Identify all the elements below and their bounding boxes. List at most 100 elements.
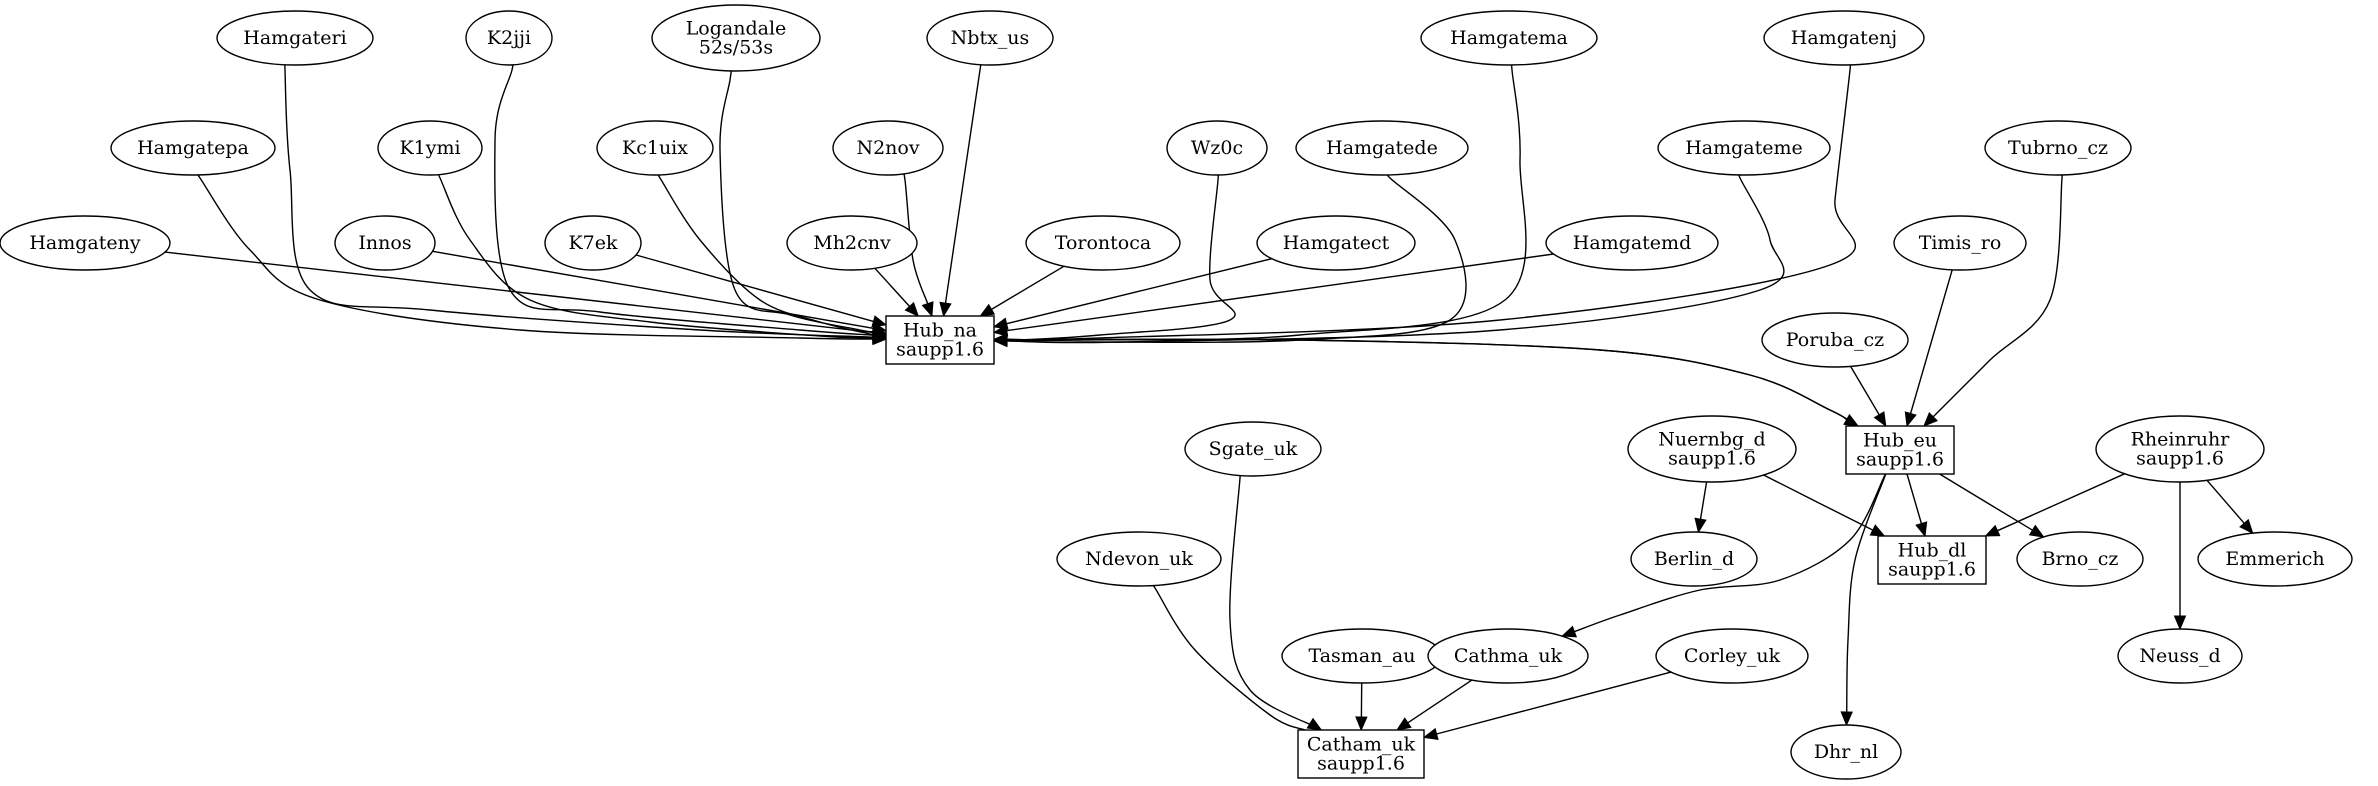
node-ellipse <box>216 10 374 66</box>
edge-hub-eu-to-brno-cz <box>1939 473 2045 538</box>
node-label: Kc1uix <box>622 137 688 159</box>
node-label: Rheinruhr <box>2131 429 2231 451</box>
node-label: Timis_ro <box>1919 232 2002 254</box>
node-poruba-cz: Poruba_cz <box>1761 312 1909 368</box>
node-ellipse <box>1630 531 1758 587</box>
edge-tubrno-cz-to-hub-eu <box>1923 167 2064 427</box>
node-label: Dhr_nl <box>1814 741 1878 763</box>
node-timis-ro: Timis_ro <box>1893 215 2027 271</box>
node-label: Brno_cz <box>2042 548 2119 570</box>
node-label: Mh2cnv <box>813 232 891 254</box>
arrowhead-icon <box>2173 615 2187 631</box>
arrowhead-icon <box>1395 717 1412 731</box>
node-label: Hamgatemd <box>1573 232 1691 254</box>
arrowhead-icon <box>1840 711 1853 727</box>
node-label: Neuss_d <box>2139 645 2220 667</box>
node-k2jji: K2jji <box>465 10 553 66</box>
node-hamgateri: Hamgateri <box>216 10 374 66</box>
node-label: Ndevon_uk <box>1085 548 1193 570</box>
edge-line <box>1906 473 1923 524</box>
node-innos: Innos <box>334 215 436 271</box>
node-label: Hamgatenj <box>1791 27 1897 49</box>
edge-nuernbg-d-to-berlin-d <box>1694 481 1708 534</box>
arrowhead-icon <box>1694 517 1707 534</box>
edge-rheinruhr-to-emmerich <box>2206 479 2254 535</box>
edge-torontoca-to-hub-na <box>979 265 1065 317</box>
node-nbtx-us: Nbtx_us <box>926 10 1054 66</box>
edge-hamgatenj-to-hub-na <box>992 58 1856 346</box>
edge-line <box>1006 253 1554 332</box>
arrowhead-icon <box>979 303 996 317</box>
node-label: Poruba_cz <box>1786 329 1884 351</box>
node-label: Hamgateme <box>1685 137 1803 159</box>
edges-layer <box>164 50 2254 741</box>
edge-line <box>1997 473 2125 532</box>
node-wz0c: Wz0c <box>1166 120 1268 176</box>
node-ellipse <box>1545 215 1719 271</box>
node-dhr-nl: Dhr_nl <box>1790 724 1902 780</box>
node-label: Hamgatede <box>1326 137 1438 159</box>
node-corley-uk: Corley_uk <box>1655 628 1809 684</box>
node-ellipse <box>1761 312 1909 368</box>
edge-rheinruhr-to-neuss-d <box>2173 481 2187 631</box>
node-tasman-au: Tasman_au <box>1281 628 1443 684</box>
node-ellipse <box>651 4 821 72</box>
edge-line <box>284 60 874 338</box>
node-label: Innos <box>358 232 411 254</box>
node-label: Nuernbg_d <box>1658 429 1765 451</box>
edge-line <box>635 254 874 323</box>
node-n2nov: N2nov <box>832 120 944 176</box>
node-label: Hub_eu <box>1863 430 1937 452</box>
node-ellipse <box>1420 10 1598 66</box>
edge-line <box>1939 473 2033 531</box>
node-ellipse <box>1025 215 1181 271</box>
edge-line <box>195 170 874 340</box>
edge-line <box>656 171 876 336</box>
edge-logandale-to-hub-na <box>719 70 888 338</box>
node-sublabel: saupp1.6 <box>1888 559 1976 581</box>
node-ellipse <box>1627 415 1797 483</box>
node-ellipse <box>2095 415 2265 483</box>
node-sgate-uk: Sgate_uk <box>1184 421 1322 477</box>
node-label: Logandale <box>686 18 787 40</box>
edge-hub-eu-to-dhr-nl <box>1840 468 1889 727</box>
node-label: Hub_na <box>903 320 977 342</box>
node-emmerich: Emmerich <box>2197 531 2353 587</box>
edge-timis-ro-to-hub-eu <box>1904 269 1953 428</box>
node-ellipse <box>334 215 436 271</box>
node-hamgatepa: Hamgatepa <box>110 120 276 176</box>
node-hamgatect: Hamgatect <box>1256 215 1416 271</box>
node-ellipse <box>1984 120 2132 176</box>
node-hamgateny: Hamgateny <box>0 215 171 271</box>
edge-k2jji-to-hub-na <box>494 62 888 342</box>
arrowhead-icon <box>871 315 888 328</box>
node-sublabel: saupp1.6 <box>1856 449 1944 471</box>
node-ellipse <box>1893 215 2027 271</box>
edge-hamgatema-to-hub-na <box>992 60 1527 347</box>
node-ellipse <box>1056 531 1222 587</box>
node-ellipse <box>1655 628 1809 684</box>
node-berlin-d: Berlin_d <box>1630 531 1758 587</box>
edge-line <box>1006 58 1856 341</box>
node-label: Hamgatepa <box>137 137 249 159</box>
edge-line <box>1436 671 1672 735</box>
edge-hub-eu-to-hub-na <box>992 333 1859 427</box>
node-box <box>1845 425 1955 475</box>
node-label: Sgate_uk <box>1209 438 1298 460</box>
arrowhead-icon <box>1904 411 1917 428</box>
node-sublabel: saupp1.6 <box>1668 448 1756 470</box>
node-label: Tasman_au <box>1309 645 1416 667</box>
arrowhead-icon <box>1560 625 1578 638</box>
edge-nbtx-us-to-hub-na <box>939 50 984 318</box>
edge-hamgatect-to-hub-na <box>992 258 1272 330</box>
edge-line <box>1229 466 1322 731</box>
edge-mh2cnv-to-hub-na <box>874 267 920 317</box>
node-ellipse <box>544 215 642 271</box>
node-hamgatema: Hamgatema <box>1420 10 1598 66</box>
edge-line <box>1006 338 1859 427</box>
edge-hub-na-to-hub-eu <box>993 338 1860 427</box>
